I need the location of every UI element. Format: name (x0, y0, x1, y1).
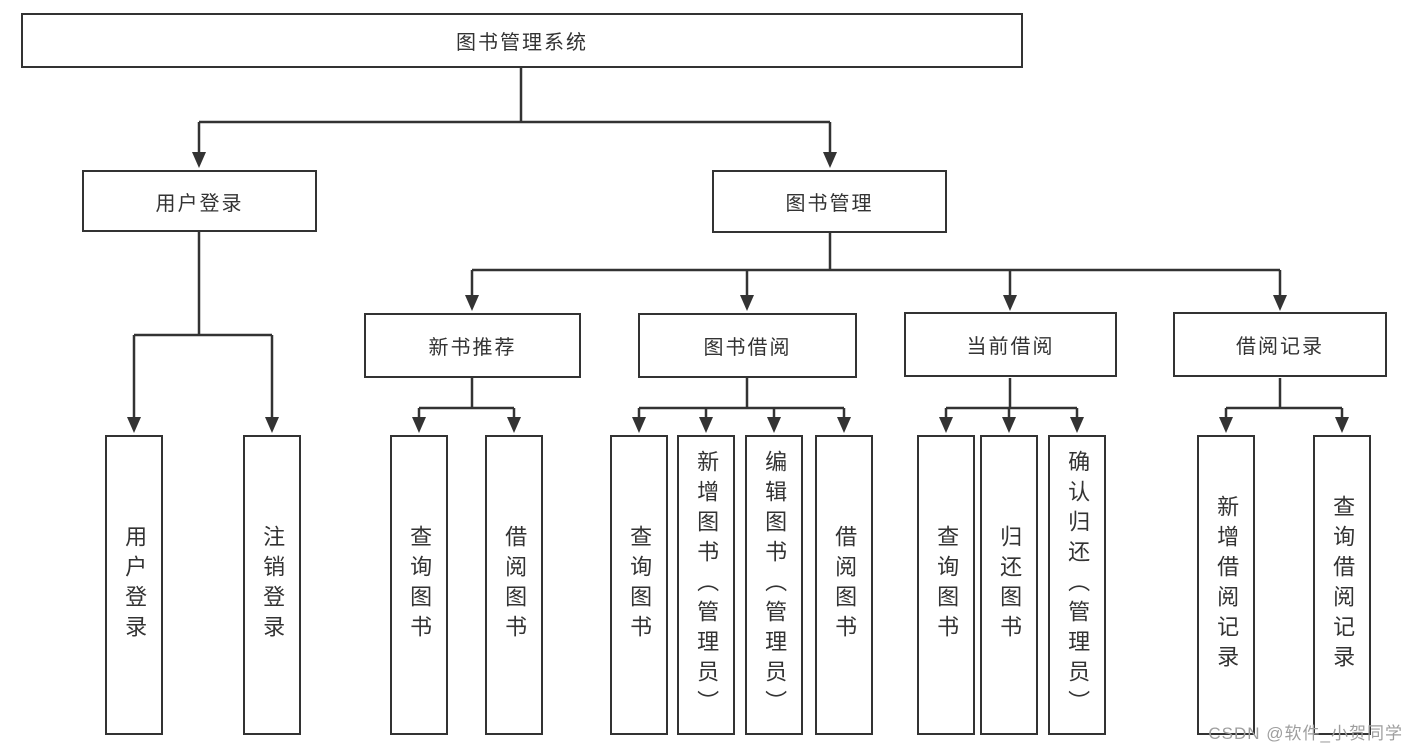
leaf-label: 借阅图书 (502, 525, 528, 645)
arrowhead-icon (192, 152, 206, 168)
arrowhead-icon (1003, 295, 1017, 311)
leaf-user-login: 用户登录 (105, 435, 163, 735)
arrowhead-icon (823, 152, 837, 168)
arrowhead-icon (412, 417, 426, 433)
arrowhead-icon (507, 417, 521, 433)
leaf-return-books: 归还图书 (980, 435, 1038, 735)
leaf-label: 查询借阅记录 (1330, 495, 1356, 675)
leaf-label: 新增借阅记录 (1214, 495, 1240, 675)
leaf-label: 借阅图书 (832, 525, 858, 645)
leaf-label: 查询图书 (934, 525, 960, 645)
leaf-query-borrow-record: 查询借阅记录 (1313, 435, 1371, 735)
leaf-label: 注销登录 (260, 525, 286, 645)
leaf-label: 查询图书 (627, 525, 653, 645)
leaf-label: 用户登录 (122, 525, 148, 645)
arrowhead-icon (1273, 295, 1287, 311)
node-borrow-records: 借阅记录 (1173, 312, 1387, 377)
leaf-edit-books-admin: 编辑图书（管理员） (745, 435, 803, 735)
arrowhead-icon (939, 417, 953, 433)
leaf-query-books-borrow: 查询图书 (610, 435, 668, 735)
csdn-watermark: CSDN @软件_小贺同学 (1208, 724, 1403, 743)
arrowhead-icon (1002, 417, 1016, 433)
leaf-borrow-books: 借阅图书 (815, 435, 873, 735)
arrowhead-icon (465, 295, 479, 311)
node-new-book-recommend: 新书推荐 (364, 313, 581, 378)
node-current-borrow: 当前借阅 (904, 312, 1117, 377)
arrowhead-icon (837, 417, 851, 433)
node-root: 图书管理系统 (21, 13, 1023, 68)
leaf-label: 归还图书 (997, 525, 1023, 645)
node-book-management: 图书管理 (712, 170, 947, 233)
connector-path (132, 68, 1344, 419)
leaf-query-books-current: 查询图书 (917, 435, 975, 735)
leaf-query-books-recommend: 查询图书 (390, 435, 448, 735)
leaf-add-borrow-record: 新增借阅记录 (1197, 435, 1255, 735)
leaf-borrow-books-recommend: 借阅图书 (485, 435, 543, 735)
leaf-label: 查询图书 (407, 525, 433, 645)
leaf-label: 新增图书（管理员） (694, 450, 720, 720)
leaf-confirm-return-admin: 确认归还（管理员） (1048, 435, 1106, 735)
arrowhead-icon (699, 417, 713, 433)
arrowhead-icon (767, 417, 781, 433)
leaf-label: 确认归还（管理员） (1065, 450, 1091, 720)
arrowhead-icon (127, 417, 141, 433)
arrowhead-icon (740, 295, 754, 311)
arrowhead-icon (1335, 417, 1349, 433)
arrowhead-icon (265, 417, 279, 433)
node-user-login: 用户登录 (82, 170, 317, 232)
leaf-logout: 注销登录 (243, 435, 301, 735)
node-book-borrow: 图书借阅 (638, 313, 857, 378)
arrowhead-icon (1070, 417, 1084, 433)
leaf-add-books-admin: 新增图书（管理员） (677, 435, 735, 735)
arrowhead-icon (632, 417, 646, 433)
arrowhead-icon (1219, 417, 1233, 433)
leaf-label: 编辑图书（管理员） (762, 450, 788, 720)
